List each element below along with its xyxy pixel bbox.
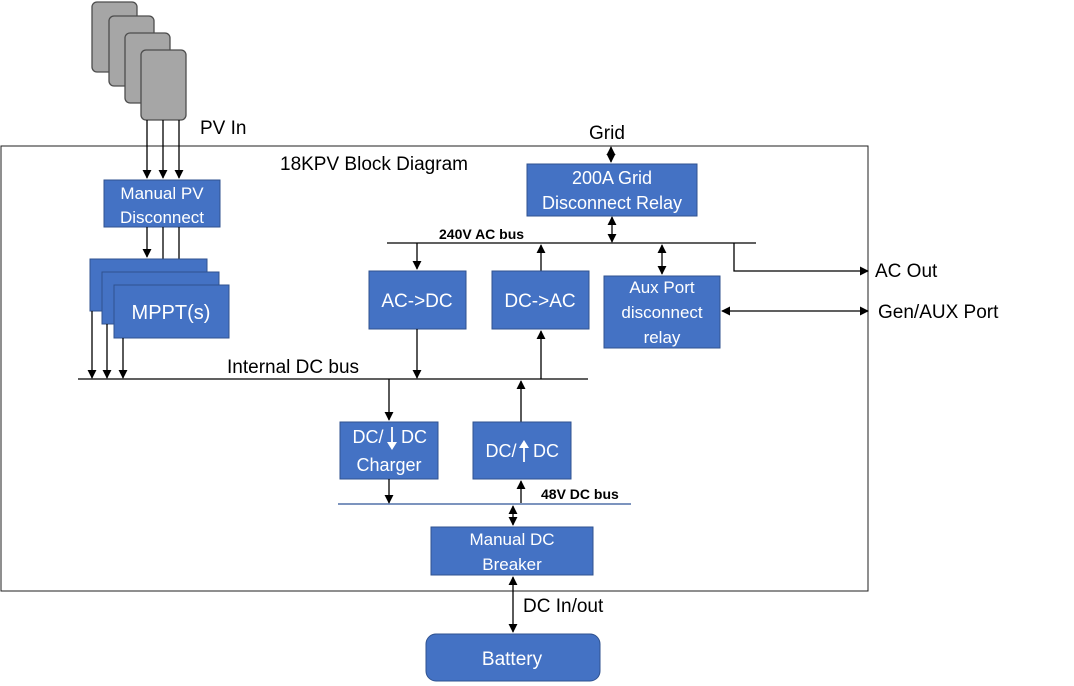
ac-to-dc-block — [368, 270, 467, 330]
grid-relay-label: Disconnect Relay — [542, 193, 682, 213]
dc-charger-label: Charger — [356, 455, 421, 475]
dc-boost-label: DC — [533, 441, 559, 461]
ac-out-label: AC Out — [875, 261, 938, 282]
battery-block — [425, 633, 601, 682]
manual-pv-disconnect-label: Disconnect — [120, 208, 204, 227]
mppt-label: MPPT(s) — [132, 302, 211, 324]
dc-to-ac-label: DC->AC — [504, 291, 575, 312]
dc-boost-block — [472, 421, 572, 480]
manual-pv-disconnect-label: Manual PV — [120, 184, 204, 203]
dc48-bus-label: 48V DC bus — [541, 486, 619, 502]
battery-label: Battery — [482, 649, 543, 670]
ac-out-wire — [733, 243, 869, 276]
grid-label: Grid — [589, 123, 625, 144]
grid-relay-label: 200A Grid — [572, 168, 652, 188]
dc-in-out-label: DC In/out — [523, 596, 604, 617]
ac-bus-label: 240V AC bus — [439, 226, 524, 242]
dc-charger-label: DC — [401, 427, 427, 447]
ac-to-dc-label: AC->DC — [381, 291, 452, 312]
enclosure-frame — [0, 145, 869, 592]
manual-dc-breaker-label: Manual DC — [469, 530, 554, 549]
aux-relay-label: relay — [644, 328, 681, 347]
manual-dc-breaker-label: Breaker — [482, 555, 542, 574]
aux-relay-block — [603, 275, 721, 349]
pv-panel — [140, 49, 187, 121]
dc-charger-label: DC/ — [353, 427, 384, 447]
mppt-block — [113, 284, 230, 339]
diagram-title: 18KPV Block Diagram — [280, 154, 468, 175]
pv-panels — [91, 1, 187, 121]
aux-relay-label: Aux Port — [629, 278, 694, 297]
pv-in-label: PV In — [200, 118, 246, 139]
up-arrow-head — [519, 440, 529, 448]
dc-charger-block — [339, 421, 439, 480]
gen-aux-port-label: Gen/AUX Port — [878, 302, 999, 323]
internal-dc-bus-label: Internal DC bus — [227, 357, 359, 378]
manual-pv-disconnect-block — [103, 179, 221, 228]
manual-dc-breaker-block — [430, 526, 594, 576]
grid-relay-block — [526, 163, 698, 217]
dc-to-ac-block — [491, 270, 590, 330]
down-arrow-head — [387, 442, 397, 450]
dc-boost-label: DC/ — [486, 441, 517, 461]
aux-relay-label: disconnect — [621, 303, 703, 322]
